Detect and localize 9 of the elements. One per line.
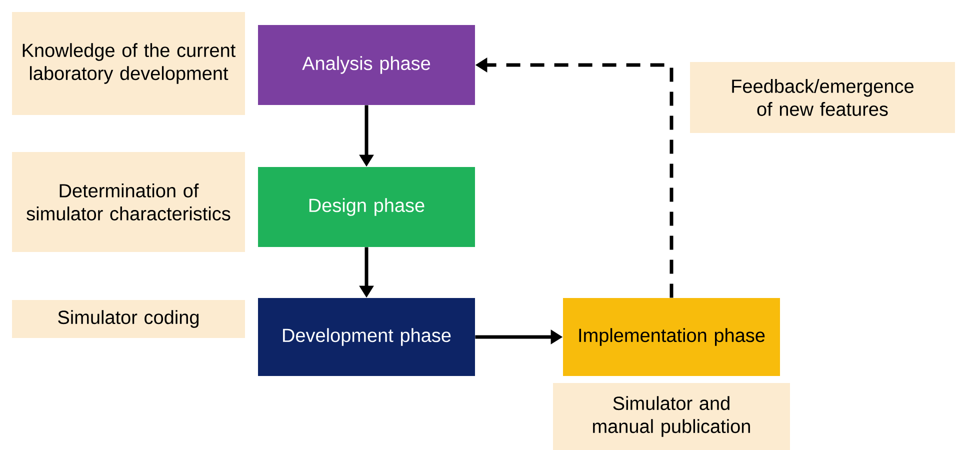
phase-box: Analysis phase [258, 25, 475, 105]
phase-box: Development phase [258, 298, 475, 376]
note-box: Determination of simulator characteristics [12, 152, 245, 252]
note-box: Knowledge of the current laboratory development [12, 12, 245, 115]
phase-box: Implementation phase [563, 298, 780, 376]
phase-box: Design phase [258, 167, 475, 247]
note-box: Simulator and manual publication [553, 382, 790, 450]
note-box: Simulator coding [12, 300, 245, 338]
note-box: Feedback/emergence of new features [690, 62, 955, 133]
